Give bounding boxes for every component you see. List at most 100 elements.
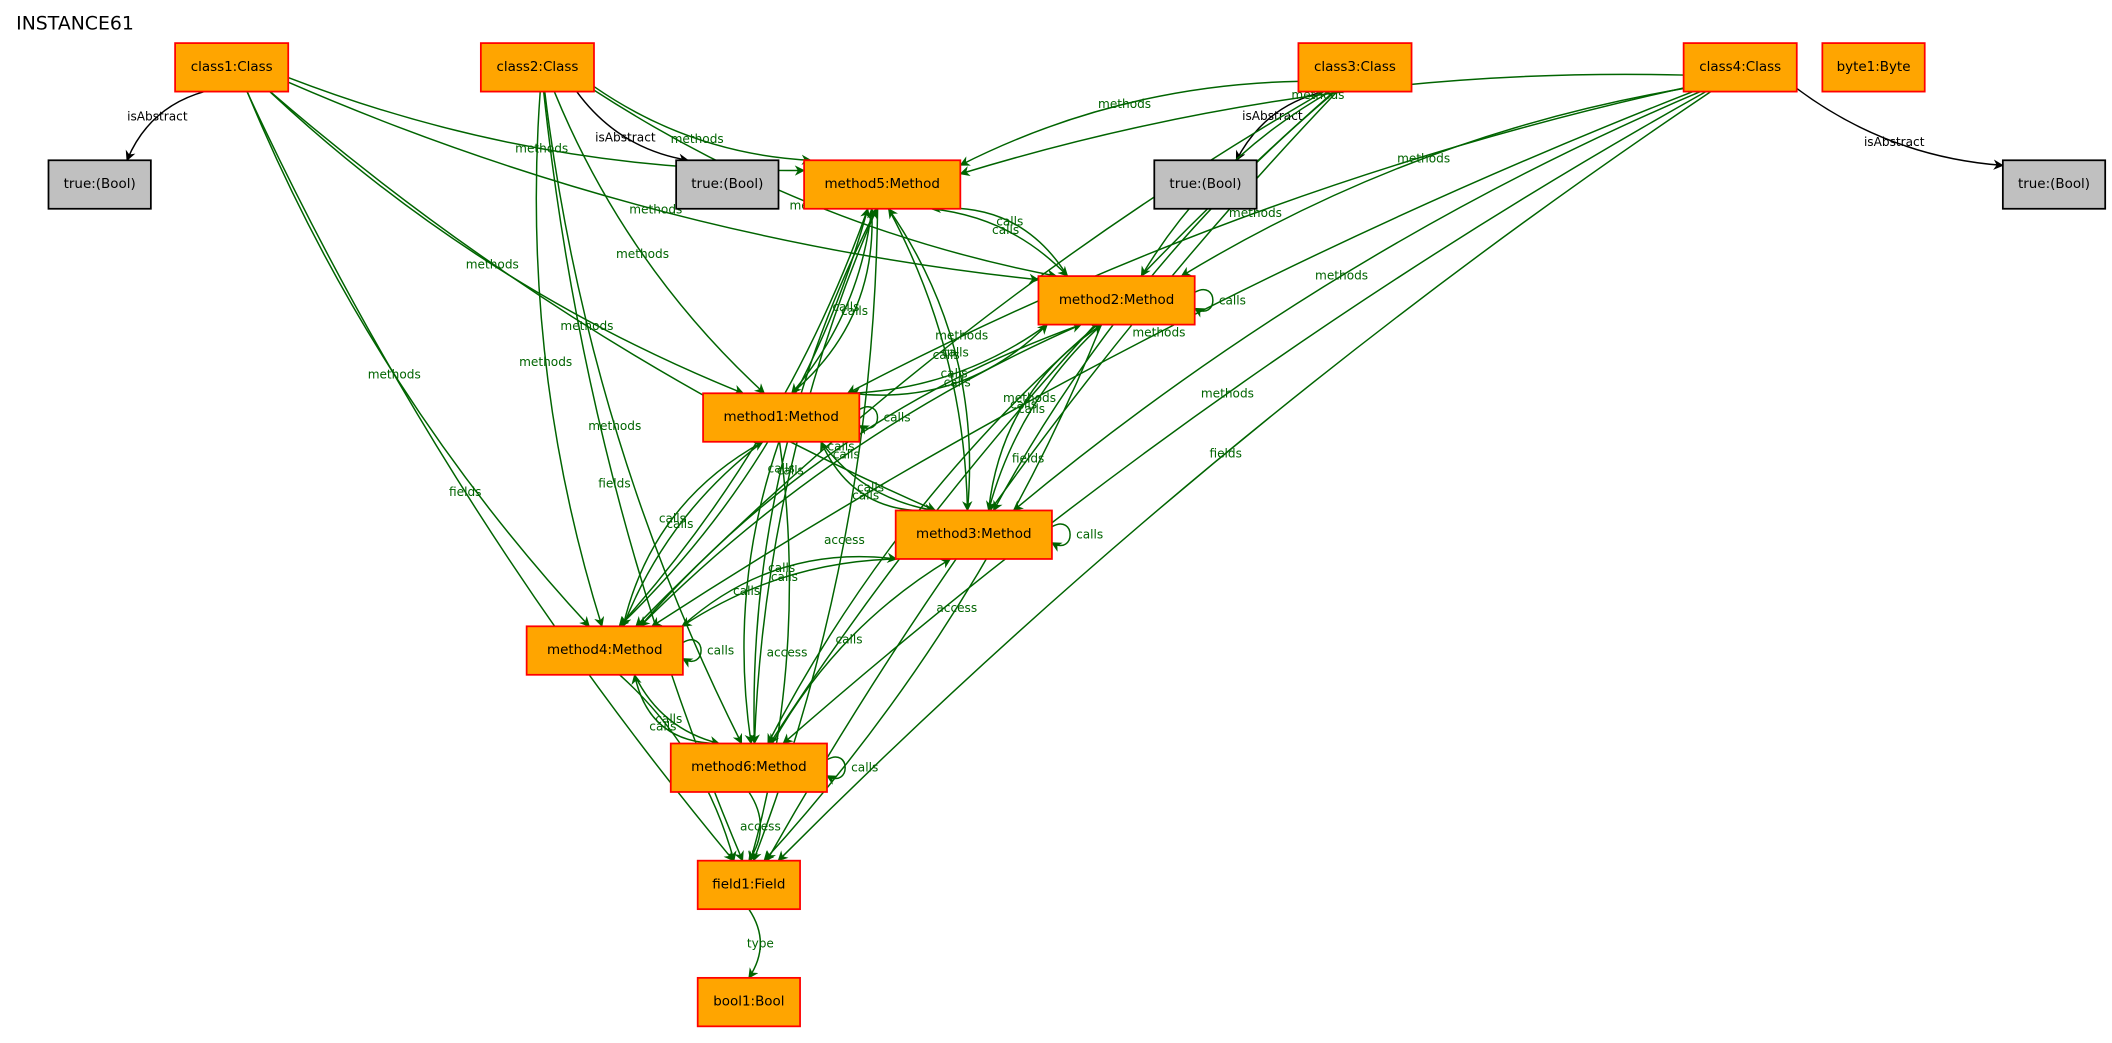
edge-label: isAbstract	[127, 110, 188, 124]
node-label: byte1:Byte	[1837, 60, 1911, 75]
edge-label: calls	[1018, 402, 1045, 416]
node-label: method1:Method	[723, 410, 839, 425]
edge-line	[651, 90, 1694, 627]
node-class1[interactable]: class1:Class	[174, 42, 290, 93]
edge-label: methods	[1315, 269, 1368, 283]
edge-label: calls	[883, 411, 910, 425]
edge-label: calls	[835, 632, 862, 646]
edge-line	[959, 73, 1684, 177]
edge-method2-method5: calls	[930, 202, 1069, 277]
edge-line	[850, 323, 1048, 396]
node-label: method6:Method	[691, 760, 807, 775]
node-method1[interactable]: method1:Method	[702, 392, 861, 443]
edge-line	[1012, 90, 1701, 512]
edge-line	[681, 639, 702, 668]
edge-line	[777, 90, 1712, 862]
edge-class4-field1: fields	[777, 90, 1712, 862]
node-true1[interactable]: true:(Bool)	[47, 159, 152, 210]
node-method6[interactable]: method6:Method	[669, 742, 828, 793]
node-byte1[interactable]: byte1:Byte	[1821, 42, 1926, 93]
edge-method2-method3: calls	[985, 324, 1103, 512]
node-box	[1821, 42, 1926, 93]
edge-class4-method4: methods	[651, 90, 1694, 627]
edge-method3-method3: calls	[1051, 523, 1103, 552]
edge-label: access	[740, 819, 781, 833]
edge-line	[553, 91, 766, 394]
edge-class4-method3: methods	[1012, 90, 1701, 512]
node-box	[1682, 42, 1798, 93]
edge-line	[681, 558, 897, 627]
edge-label: fields	[598, 477, 630, 491]
edge-method1-method6: calls	[733, 441, 780, 745]
edge-method1-method1: calls	[858, 406, 911, 435]
edge-line	[748, 908, 761, 979]
edge-line	[246, 91, 735, 862]
edge-method1-method2: calls	[850, 323, 1048, 396]
node-label: method3:Method	[916, 527, 1032, 542]
edge-line	[1235, 90, 1325, 162]
node-box	[174, 42, 290, 93]
edge-line	[771, 558, 952, 744]
edge-method1-field1: access	[748, 441, 808, 862]
node-field1[interactable]: field1:Field	[696, 859, 801, 911]
node-box	[1037, 275, 1196, 326]
edge-line	[287, 81, 1040, 284]
edge-label: methods	[1201, 386, 1254, 400]
edge-label: calls	[851, 761, 878, 775]
node-box	[1297, 42, 1413, 93]
edge-method2-method2: calls	[1193, 289, 1246, 318]
edge-line	[1051, 523, 1071, 552]
node-method4[interactable]: method4:Method	[525, 625, 684, 676]
edge-class3-method5: methods	[959, 80, 1299, 166]
edge-label: calls	[942, 345, 969, 359]
edge-class2-method4: methods	[519, 91, 605, 628]
edge-method6-method3: calls	[771, 558, 952, 744]
edge-line	[791, 207, 878, 394]
node-label: bool1:Bool	[713, 995, 784, 1010]
edge-label: access	[767, 646, 808, 660]
diagram-title: INSTANCE61	[16, 14, 134, 35]
node-class3[interactable]: class3:Class	[1297, 42, 1413, 93]
node-label: class1:Class	[191, 60, 273, 75]
edge-method6-method6: calls	[826, 756, 878, 785]
node-method3[interactable]: method3:Method	[894, 509, 1053, 560]
edge-line	[753, 207, 878, 744]
node-bool1[interactable]: bool1:Bool	[696, 976, 801, 1028]
node-layer: class1:Class class2:Class class3:Class clas…	[47, 42, 2107, 1028]
node-true3[interactable]: true:(Bool)	[1153, 159, 1258, 210]
node-true4[interactable]: true:(Bool)	[2001, 159, 2107, 210]
edge-label: access	[824, 533, 865, 547]
node-class4[interactable]: class4:Class	[1682, 42, 1798, 93]
edge-label: calls	[833, 447, 860, 461]
node-method2[interactable]: method2:Method	[1037, 275, 1196, 326]
edge-label: calls	[649, 719, 676, 733]
edge-label: calls	[933, 348, 960, 362]
node-method5[interactable]: method5:Method	[803, 159, 962, 210]
edge-label: methods	[629, 203, 682, 217]
node-label: class2:Class	[496, 60, 578, 75]
edge-label: isAbstract	[1864, 135, 1925, 149]
node-box	[696, 859, 801, 911]
node-label: field1:Field	[712, 877, 785, 892]
edge-label: calls	[1219, 293, 1246, 307]
edge-line	[749, 208, 878, 745]
edge-line	[639, 322, 1083, 627]
edge-label: methods	[1098, 97, 1151, 111]
edge-line	[985, 324, 1103, 512]
edge-label: calls	[852, 489, 879, 503]
edge-line	[681, 552, 898, 627]
node-box	[702, 392, 861, 443]
node-class2[interactable]: class2:Class	[479, 42, 595, 93]
edge-class4-method1: methods	[846, 87, 1684, 394]
node-label: true:(Bool)	[2018, 177, 2090, 192]
edge-line	[846, 87, 1684, 394]
edge-line	[931, 208, 1069, 277]
edge-field1-bool1: type	[747, 908, 774, 979]
edge-label: calls	[768, 461, 795, 475]
edge-label: calls	[659, 511, 686, 525]
edge-method4-method1: calls	[622, 441, 764, 627]
edge-label: calls	[996, 214, 1023, 228]
edge-label: fields	[1209, 446, 1241, 460]
node-true2[interactable]: true:(Bool)	[675, 159, 780, 210]
